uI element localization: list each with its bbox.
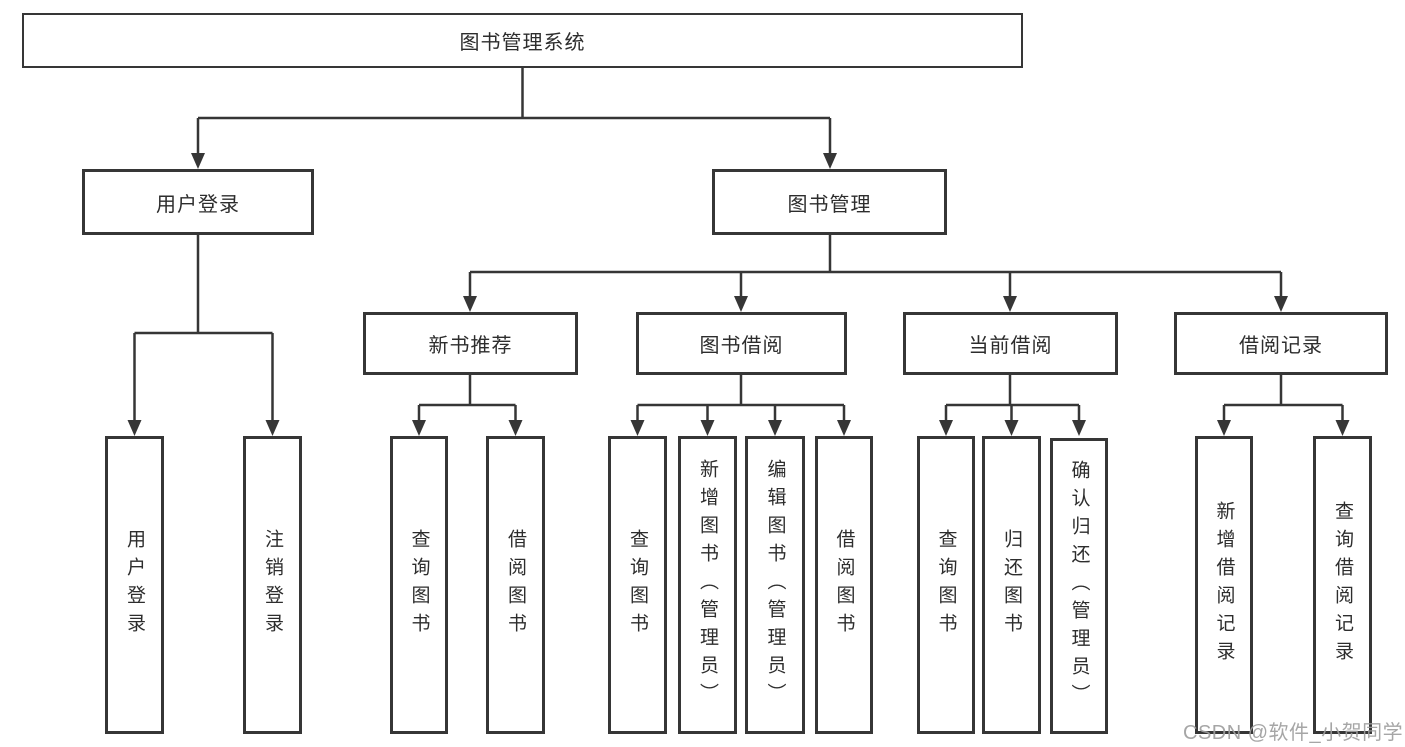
connector-new-book	[417, 375, 517, 421]
arrow-down-icon	[508, 420, 523, 436]
arrow-down-icon	[127, 420, 142, 436]
arrow-down-icon	[700, 420, 715, 436]
connector-root	[196, 68, 832, 154]
leaf-recommend-borrow-books: 借阅图书	[486, 436, 545, 734]
arrow-down-icon	[939, 420, 953, 436]
connector-user-login	[133, 235, 274, 421]
arrow-down-icon	[1217, 420, 1231, 436]
arrow-down-icon	[463, 296, 477, 312]
leaf-current-query-books: 查询图书	[917, 436, 975, 734]
leaf-recommend-query-books: 查询图书	[390, 436, 448, 734]
arrow-down-icon	[1004, 420, 1019, 436]
node-book-borrow: 图书借阅	[636, 312, 847, 375]
arrow-down-icon	[630, 420, 645, 436]
leaf-logout: 注销登录	[243, 436, 302, 734]
leaf-borrow-add-books-admin: 新增图书（管理员）	[678, 436, 737, 734]
arrow-down-icon	[1003, 296, 1017, 312]
connector-book-borrow	[636, 375, 846, 421]
leaf-records-query-record: 查询借阅记录	[1313, 436, 1372, 734]
arrow-down-icon	[837, 420, 851, 436]
arrow-down-icon	[823, 153, 837, 169]
node-user-login: 用户登录	[82, 169, 314, 235]
node-new-book-recommend: 新书推荐	[363, 312, 578, 375]
connector-book-management	[468, 235, 1283, 297]
connector-current-borrow	[944, 375, 1081, 421]
leaf-borrow-query-books: 查询图书	[608, 436, 667, 734]
leaf-user-login: 用户登录	[105, 436, 164, 734]
leaf-current-confirm-return-admin: 确认归还（管理员）	[1050, 438, 1108, 734]
arrow-down-icon	[768, 420, 782, 436]
arrow-down-icon	[265, 420, 280, 436]
arrow-down-icon	[191, 153, 205, 169]
node-root-system: 图书管理系统	[22, 13, 1023, 68]
leaf-records-add-record: 新增借阅记录	[1195, 436, 1253, 734]
node-current-borrow: 当前借阅	[903, 312, 1118, 375]
leaf-current-return-books: 归还图书	[982, 436, 1041, 734]
leaf-borrow-edit-books-admin: 编辑图书（管理员）	[745, 436, 805, 734]
leaf-borrow-borrow-books: 借阅图书	[815, 436, 873, 734]
arrow-down-icon	[1274, 296, 1288, 312]
csdn-watermark: CSDN @软件_小贺同学	[1183, 722, 1404, 744]
node-borrow-records: 借阅记录	[1174, 312, 1388, 375]
arrow-down-icon	[1335, 420, 1350, 436]
arrow-down-icon	[1072, 420, 1086, 436]
arrow-down-icon	[734, 296, 748, 312]
node-book-management: 图书管理	[712, 169, 947, 235]
arrow-down-icon	[412, 420, 426, 436]
connector-borrow-records	[1222, 375, 1344, 421]
